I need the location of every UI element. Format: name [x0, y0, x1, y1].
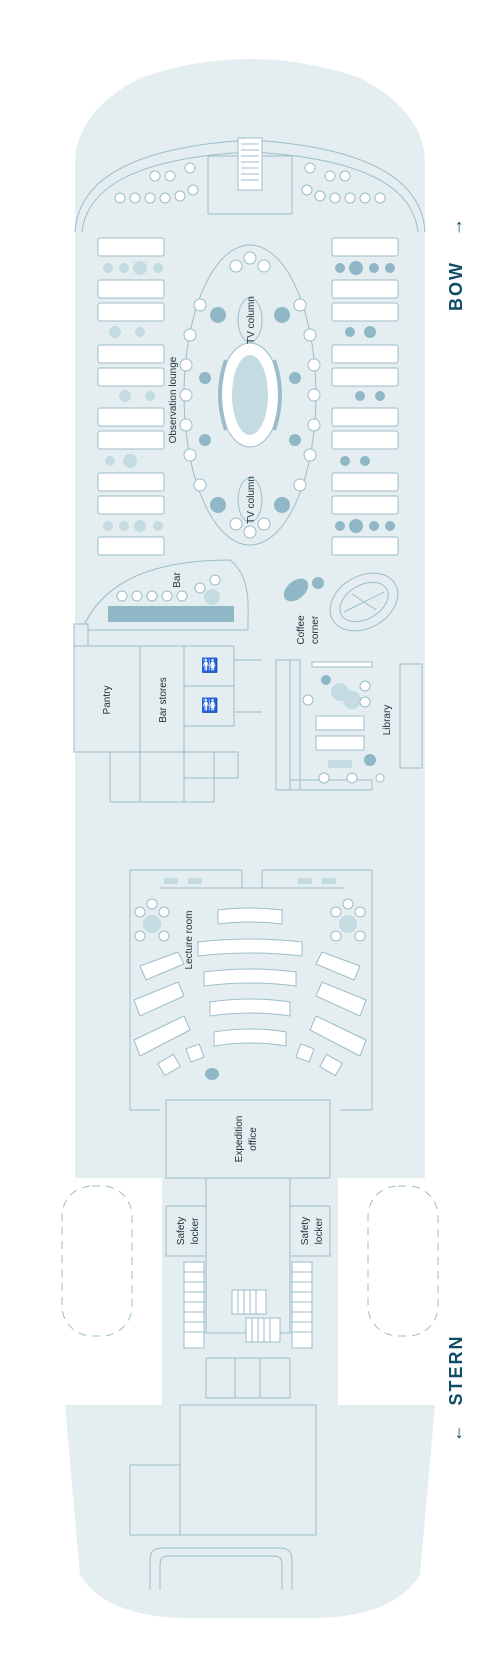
label-library: Library	[382, 705, 393, 736]
bow-arrow-icon: →	[446, 216, 466, 236]
label-safety-locker-left-2: locker	[190, 1217, 201, 1244]
label-safety-locker-left-1: Safety	[176, 1217, 187, 1245]
label-lecture-room: Lecture room	[184, 911, 195, 970]
label-safety-locker-right-2: locker	[314, 1217, 325, 1244]
lecture-room: Lecture room	[129, 869, 373, 1111]
svg-text:🚻: 🚻	[201, 697, 218, 714]
stern-label: STERN	[446, 1334, 466, 1405]
expedition-office: Expedition office	[165, 1099, 331, 1179]
stern-corridor: Safety locker Safety locker	[165, 1177, 331, 1399]
restroom-icon: 🚻	[201, 697, 218, 714]
bar-area: Bar	[81, 559, 249, 631]
label-tv-column-top: TV column	[246, 296, 257, 344]
lounge-sofas-left	[97, 237, 165, 556]
label-observation-lounge: Observation lounge	[168, 356, 179, 443]
label-pantry: Pantry	[102, 686, 113, 715]
coffee-corner: Coffee corner	[283, 572, 399, 645]
lifeboat-left	[61, 1185, 133, 1337]
bow-label: BOW	[446, 261, 466, 311]
service-rooms: Pantry Bar stores 🚻 🚻	[73, 623, 262, 803]
lifeboat-right	[367, 1185, 439, 1337]
lecture-seating	[133, 898, 367, 1080]
oval-seating	[179, 251, 321, 539]
observation-lounge: Observation lounge TV column TV column	[97, 237, 399, 556]
hull	[65, 59, 435, 1618]
svg-text:🚻: 🚻	[201, 657, 218, 674]
label-coffee-corner-2: corner	[310, 615, 321, 644]
stern-arrow-icon: ←	[446, 1422, 466, 1442]
label-safety-locker-right-1: Safety	[300, 1217, 311, 1245]
label-bar: Bar	[172, 572, 183, 588]
bow-deck-area	[74, 137, 426, 233]
lounge-sofas-right	[331, 237, 399, 556]
aft-deck	[129, 1404, 317, 1590]
label-bar-stores: Bar stores	[158, 677, 169, 723]
label-tv-column-bottom: TV column	[246, 476, 257, 524]
label-coffee-corner-1: Coffee	[296, 615, 307, 645]
bow-seating-right	[301, 162, 386, 204]
restroom-icon: 🚻	[201, 657, 218, 674]
bow-indicator: BOW →	[446, 216, 466, 311]
bow-seating-left	[114, 162, 199, 204]
label-expedition-office-1: Expedition	[234, 1116, 245, 1163]
stern-indicator: STERN ←	[446, 1334, 466, 1442]
library: Library	[275, 659, 423, 791]
label-expedition-office-2: office	[248, 1127, 259, 1151]
